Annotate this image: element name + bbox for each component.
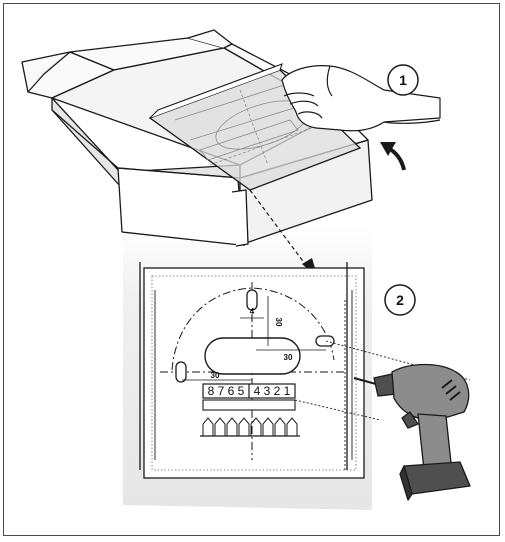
wall-template: 4 30 30 30 8 7 6 5 4 3 2 1 — [139, 262, 365, 479]
hand-icon — [281, 65, 441, 132]
terminal-labels-right: 4 3 2 1 — [254, 384, 291, 398]
step-1-number: 1 — [399, 72, 407, 88]
step-2-badge: 2 — [384, 284, 416, 316]
terminal-block: 8 7 6 5 4 3 2 1 — [200, 383, 300, 437]
step-1-badge: 1 — [387, 64, 419, 96]
cordless-drill-icon — [353, 363, 471, 501]
dim-right: 30 — [284, 353, 293, 362]
dim-top: 4 — [250, 307, 255, 316]
dim-left: 30 — [211, 371, 220, 380]
step-2-number: 2 — [396, 292, 404, 308]
terminal-labels-left: 8 7 6 5 — [208, 384, 245, 398]
curved-arrow-icon — [380, 142, 406, 171]
dim-side: 30 — [274, 318, 283, 327]
